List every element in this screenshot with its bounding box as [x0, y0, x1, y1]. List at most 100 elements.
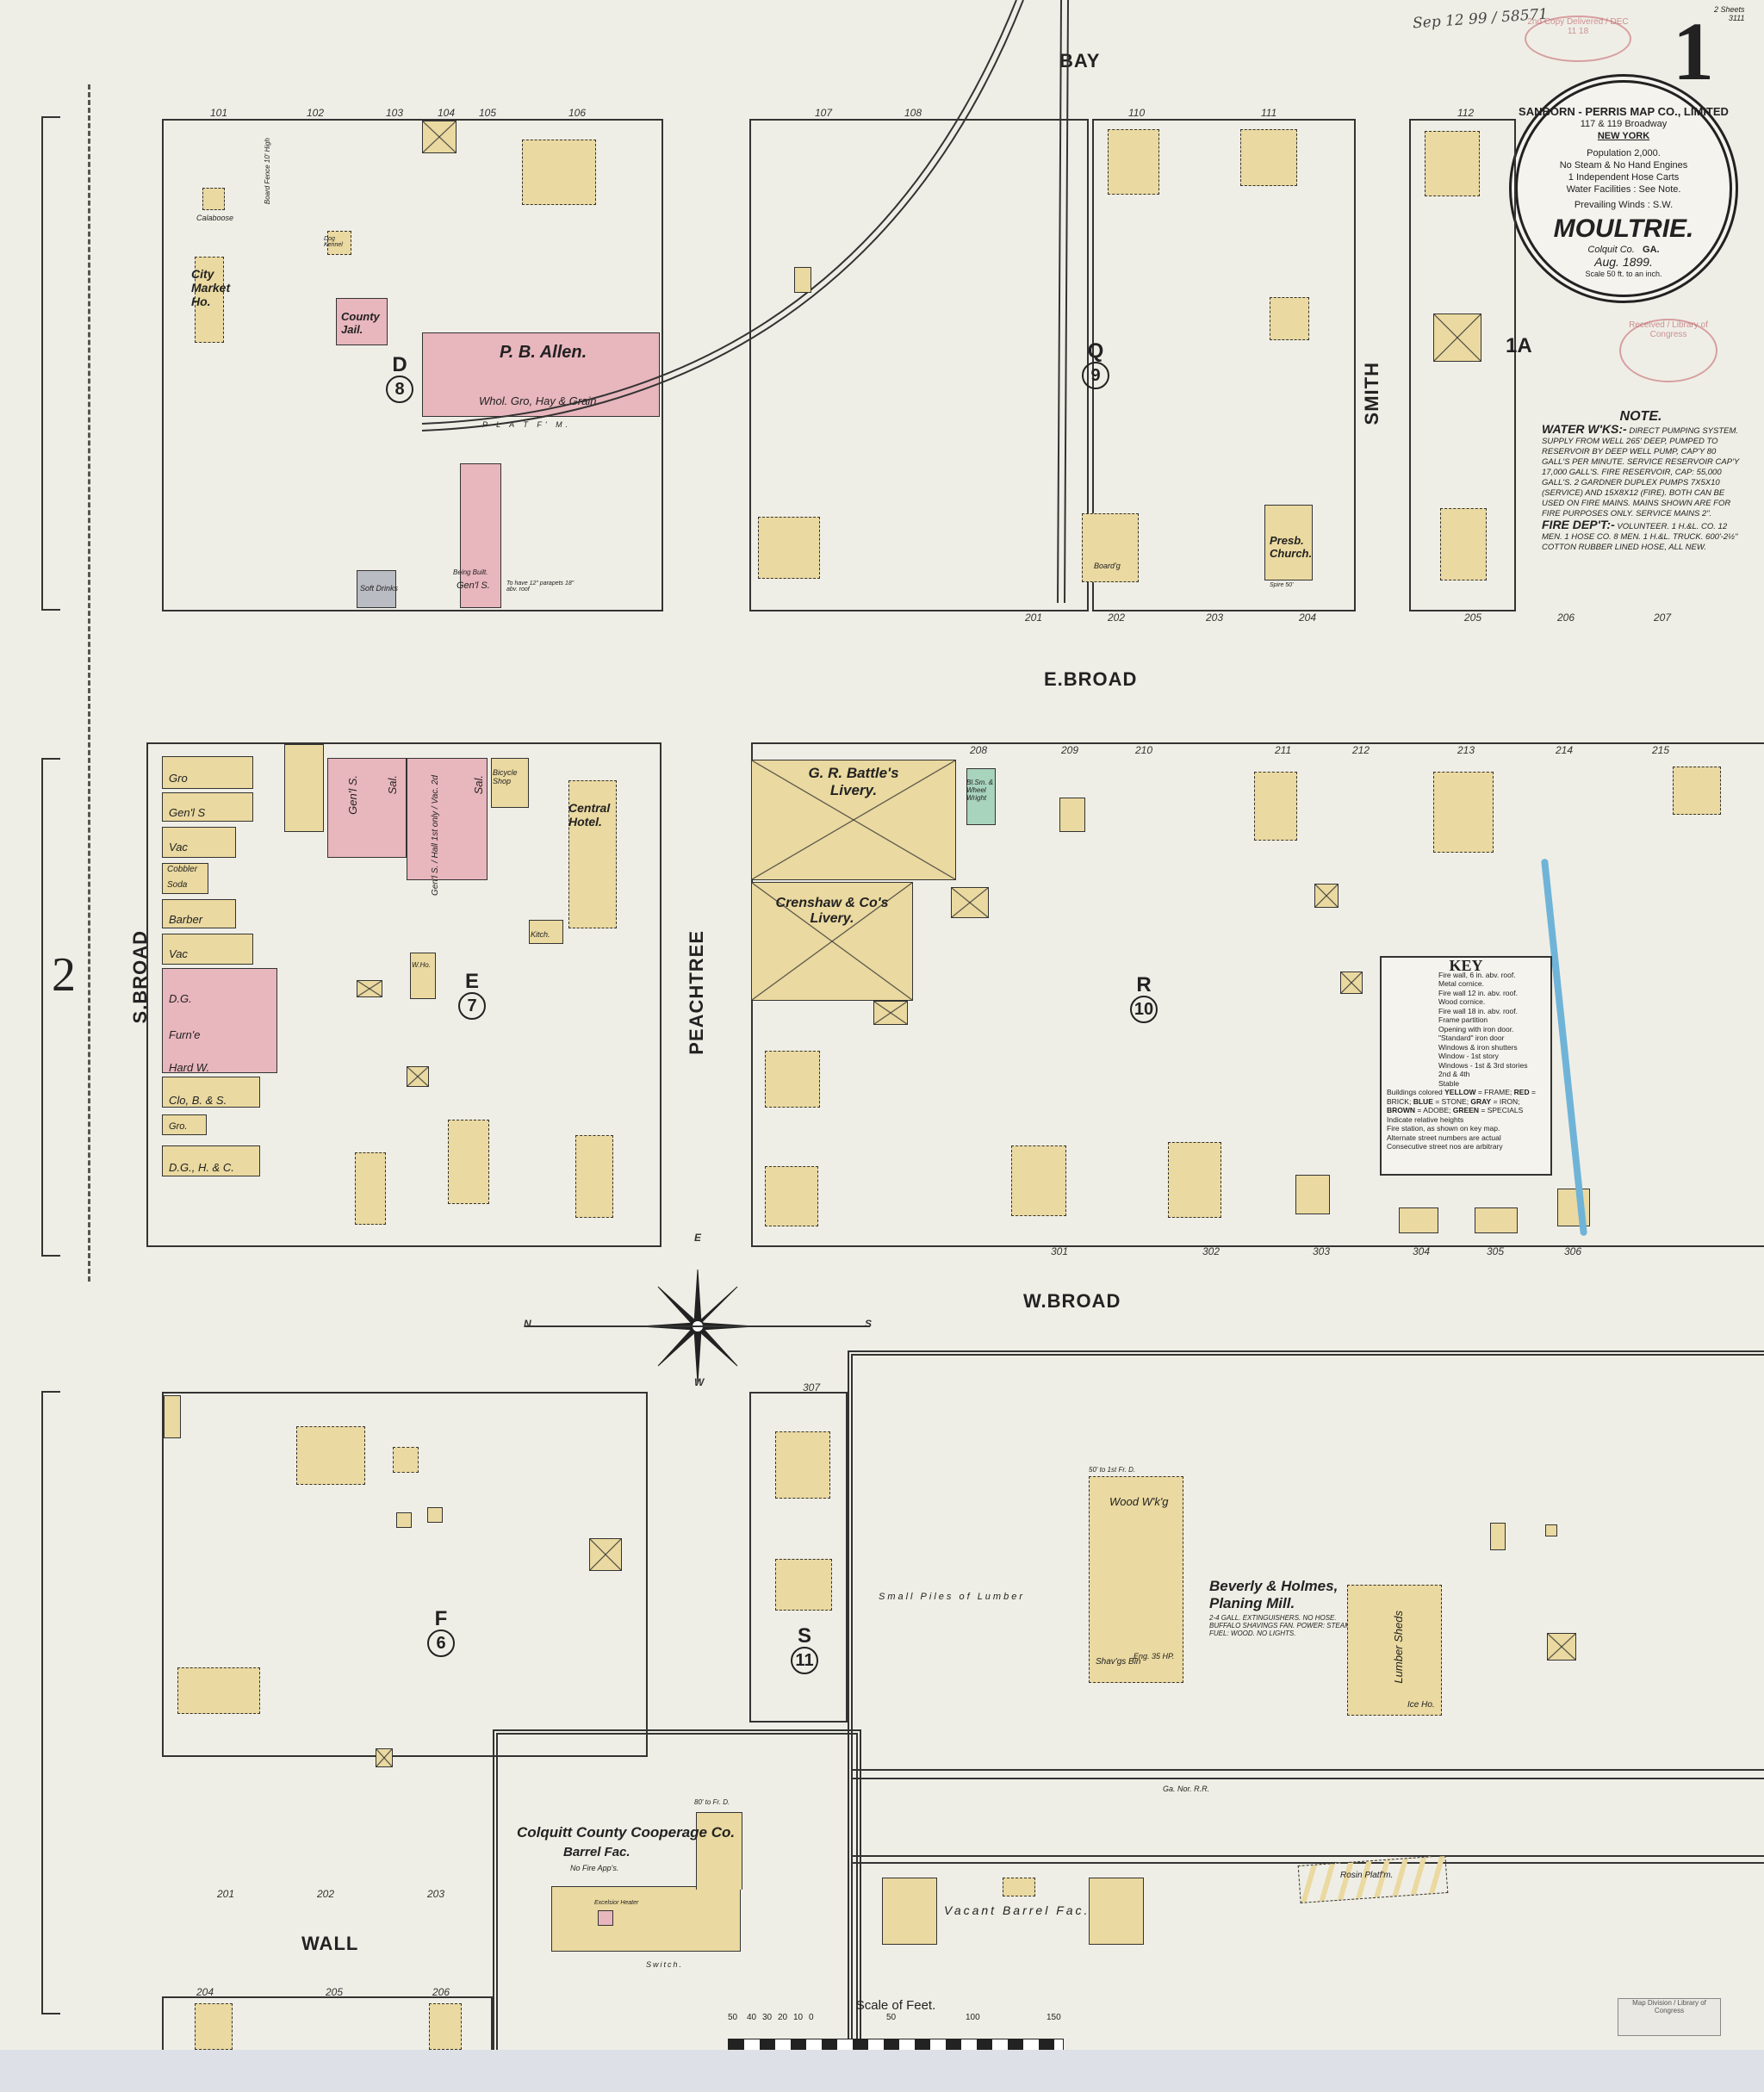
stable — [376, 1748, 393, 1767]
map-date: Aug. 1899. — [1594, 255, 1653, 269]
street-number: 214 — [1556, 744, 1574, 756]
compass-w: W — [694, 1376, 705, 1388]
street-number: 204 — [1299, 611, 1317, 624]
street-number: 108 — [904, 107, 922, 119]
outbuilding — [794, 267, 811, 293]
stable — [1340, 972, 1363, 994]
street-number: 107 — [815, 107, 833, 119]
block-1a — [1409, 119, 1516, 611]
water-works-title: Water W'ks:- — [1542, 422, 1627, 436]
population: Population 2,000. — [1587, 148, 1661, 158]
street-w-broad: W.BROAD — [1023, 1290, 1121, 1312]
store-label: Gen'l S. — [346, 775, 359, 815]
street-number: 301 — [1051, 1245, 1069, 1257]
vacant-barrel-factory-h — [1089, 1878, 1144, 1945]
pb-allen-label: P. B. Allen. — [500, 343, 587, 362]
soft-drinks-building — [357, 570, 396, 608]
street-number: 104 — [438, 107, 456, 119]
dwelling — [355, 1152, 386, 1225]
dwelling — [1433, 772, 1494, 853]
street-number: 201 — [217, 1888, 235, 1900]
brick-stores — [162, 968, 277, 1073]
dotted-boundary — [88, 84, 90, 1282]
gen-store-label: Gen'l S. — [457, 580, 490, 591]
street-number: 101 — [210, 107, 228, 119]
street-bay: BAY — [1059, 50, 1101, 71]
dwelling — [758, 517, 820, 579]
street-number: 213 — [1457, 744, 1475, 756]
scan-background — [0, 2050, 1764, 2092]
dwelling — [393, 1447, 419, 1473]
store-label: Barber — [169, 913, 203, 926]
dwelling — [1270, 297, 1309, 340]
scale-title: Scale of Feet. — [855, 1998, 936, 2013]
dwelling — [177, 1667, 260, 1714]
dwelling — [1240, 129, 1297, 186]
outbuilding — [396, 1512, 412, 1528]
excelsior-label: Excelsior Heater — [594, 1900, 639, 1906]
cooperage-inset-frame — [493, 1729, 861, 2055]
central-hotel — [568, 780, 617, 928]
note-title: Note. — [1619, 409, 1662, 424]
prevailing-winds: Prevailing Winds : S.W. — [1574, 200, 1674, 210]
street-number: 207 — [1654, 611, 1672, 624]
pb-allen-building — [422, 332, 660, 417]
street-number: 306 — [1564, 1245, 1582, 1257]
stable — [589, 1538, 622, 1571]
woodworking-building — [1089, 1476, 1183, 1683]
title-cartouche: SANBORN - PERRIS MAP CO., LIMITED 117 & … — [1509, 74, 1738, 303]
compass-n: N — [524, 1318, 531, 1330]
stable — [407, 1066, 429, 1087]
store-clo — [162, 1077, 260, 1108]
block-s11 — [749, 1392, 848, 1723]
store-vac-2 — [162, 934, 253, 965]
platform-label: P L A T F' M. — [482, 420, 572, 429]
fence-label: Board Fence 10' High — [264, 138, 271, 205]
store-label: Vac — [169, 947, 188, 960]
bicycle-shop-label: Bicycle Shop — [493, 768, 518, 785]
dwelling — [765, 1051, 820, 1108]
street-number: 103 — [386, 107, 404, 119]
scale-ticks: 50 40 30 20 10 0 50 100 150 — [728, 2013, 1061, 2022]
store-label: Soda — [167, 880, 188, 890]
battle-livery — [751, 760, 956, 880]
street-number: 215 — [1652, 744, 1670, 756]
hose-carts: 1 Independent Hose Carts — [1568, 172, 1680, 183]
planing-mill-label: Beverly & Holmes, Planing Mill. — [1209, 1578, 1339, 1611]
cooperage-wing — [696, 1812, 742, 1890]
crenshaw-livery-label: Crenshaw & Co's Livery. — [775, 896, 889, 926]
store-label: Vac — [169, 841, 188, 854]
block-wall-south — [162, 1996, 493, 2058]
dwelling — [1168, 1142, 1221, 1218]
street-number: 201 — [1025, 611, 1043, 624]
cooperage-label: Colquitt County Cooperage Co. — [517, 1824, 736, 1841]
railroad-track — [853, 1855, 1764, 1857]
dwelling — [195, 2003, 233, 2050]
excelsior-heater — [598, 1910, 613, 1926]
town-name: MOULTRIE. — [1553, 214, 1694, 243]
warehouse-label: W.Ho. — [412, 961, 431, 969]
compass-s: S — [865, 1318, 873, 1330]
map-scale: Scale 50 ft. to an inch. — [1585, 270, 1662, 278]
store-label: Sal. — [472, 775, 485, 795]
blacksmith-shop — [966, 768, 996, 825]
adjoining-sheet-number: 2 — [52, 948, 76, 1002]
rosin-platform-label: Rosin Platf'm. — [1340, 1871, 1394, 1880]
battle-livery-label: G. R. Battle's Livery. — [808, 765, 899, 798]
compass-axis — [525, 1325, 870, 1327]
block-label-1a: 1A — [1506, 334, 1532, 357]
dwelling — [448, 1120, 489, 1204]
water-fire-note: Note. Water W'ks:- Direct pumping system… — [1542, 409, 1740, 553]
state: GA. — [1643, 245, 1660, 255]
railroad-track — [853, 1769, 1764, 1771]
key-title: KEY — [1449, 957, 1483, 974]
county: Colquit Co. — [1587, 245, 1635, 255]
switch-label: Switch. — [646, 1960, 684, 1969]
warehouse — [410, 953, 436, 999]
dwelling — [296, 1426, 365, 1485]
dog-kennel-label: Dog Kennel — [324, 236, 343, 248]
